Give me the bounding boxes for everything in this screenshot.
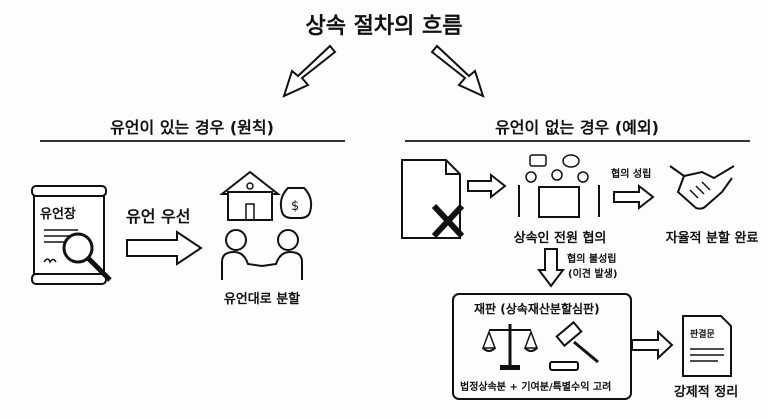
court-title: 재판 (상속재산분할심판)	[474, 302, 600, 316]
judgment-doc-label: 판결문	[690, 330, 715, 340]
agreement-label: 협의 성립	[611, 169, 652, 180]
right-arrow-icon	[126, 230, 203, 266]
agreement-result-label: 자율적 분할 완료	[665, 231, 759, 246]
right-arrow-icon	[467, 172, 507, 200]
disagreement-reason: (이견 발생)	[568, 269, 618, 280]
diagram-title: 상속 절차의 흐름	[305, 14, 463, 39]
judgment-document-icon	[682, 315, 732, 377]
svg-text:$: $	[291, 199, 299, 214]
will-scroll-icon	[31, 185, 112, 285]
will-result-label: 유언대로 분할	[223, 292, 301, 307]
scales-of-justice-icon	[481, 324, 539, 370]
no-will-document-icon	[401, 159, 465, 239]
gavel-icon	[549, 320, 599, 371]
will-label: 유언장	[40, 207, 76, 222]
handshake-icon	[669, 165, 735, 210]
right-arrow-icon	[631, 329, 674, 361]
court-criteria: 법정상속분 + 기여분/특별수익 고려	[460, 382, 612, 393]
divider	[405, 140, 750, 142]
house-money-people-icon: $	[219, 170, 313, 280]
with-will-heading: 유언이 있는 경우 (원칙)	[110, 118, 274, 137]
heirs-meeting-icon	[518, 154, 600, 218]
judgment-result-label: 강제적 정리	[673, 385, 739, 400]
will-priority-label: 유언 우선	[126, 207, 191, 226]
heirs-meeting-label: 상속인 전원 협의	[513, 231, 607, 246]
down-arrow-icon	[537, 248, 565, 288]
divider	[40, 140, 345, 142]
disagreement-label: 협의 불성립	[567, 254, 617, 265]
right-arrow-icon	[613, 183, 655, 211]
without-will-heading: 유언이 없는 경우 (예외)	[495, 118, 659, 137]
